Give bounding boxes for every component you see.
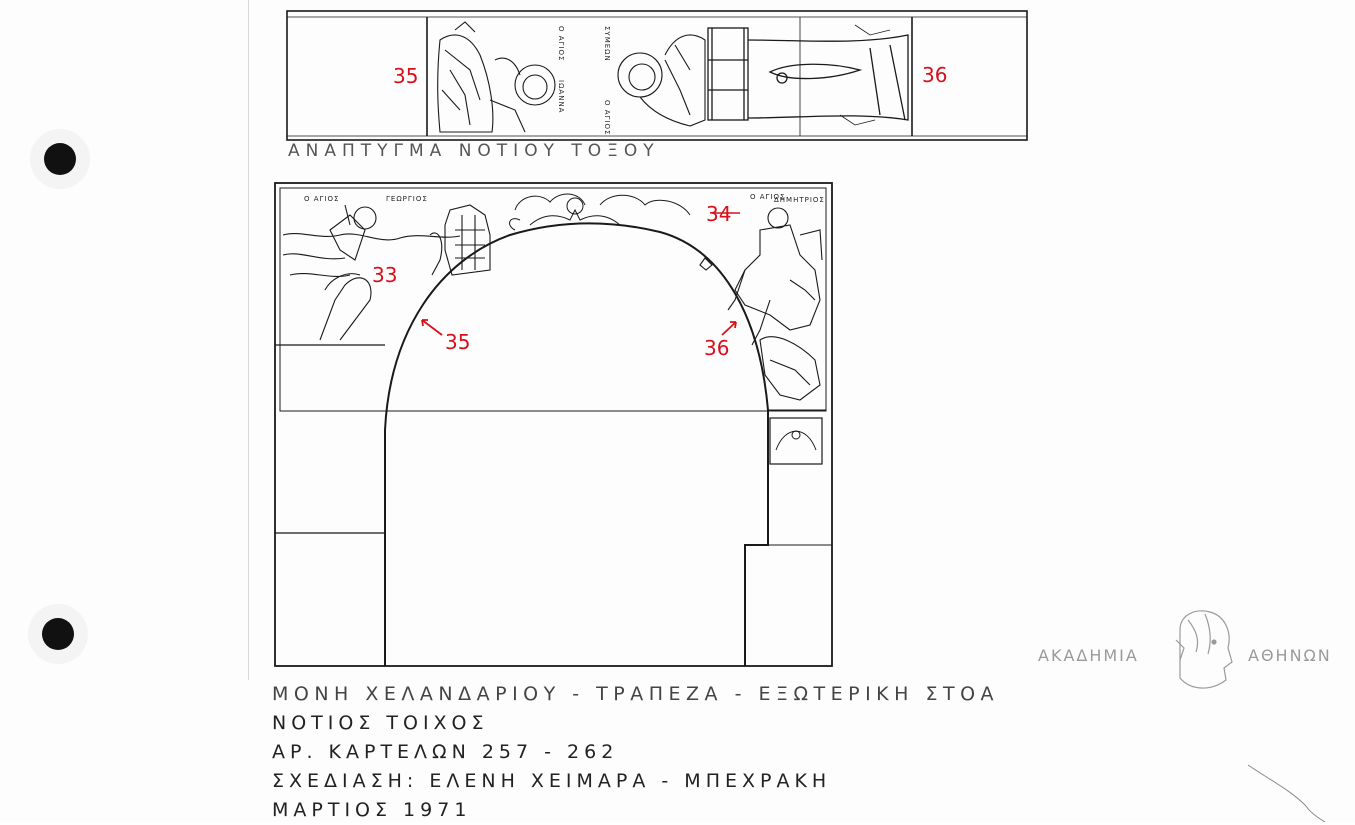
niche-panel: [769, 417, 823, 465]
caption-monastery: ΜΟΝΗ ΧΕΛΑΝΔΑΡΙΟΥ - ΤΡΑΠΕΖΑ - ΕΞΩΤΕΡΙΚΗ Σ…: [272, 683, 1000, 705]
caption-wall: ΝΟΤΙΟΣ ΤΟΙΧΟΣ: [272, 712, 489, 734]
saint-george-scene: [282, 204, 491, 341]
label-joanna: ΙΩΑΝΝΑ: [557, 80, 565, 114]
seraph-clouds: [509, 193, 691, 231]
athena-head-icon: [1175, 610, 1233, 689]
label-dimitrios-a: Ο ΑΓΙΟΣ: [750, 193, 786, 201]
logo-text-left: ΑΚΑΔΗΜΙΑ: [1038, 646, 1139, 665]
logo-text-right: ΑΘΗΝΩΝ: [1248, 646, 1332, 665]
binder-hole-icon: [42, 618, 74, 650]
annotation-36-arch: 36: [704, 336, 730, 360]
label-agios-1: Ο ΑΓΙΟΣ: [557, 26, 565, 62]
arch-strip-frame: [286, 10, 1028, 141]
label-simeon: ΣΥΜΕΩΝ: [603, 26, 611, 62]
saint-demetrios-scene: [699, 207, 823, 401]
annotation-33: 33: [372, 263, 398, 287]
saint-simeon-figure: [617, 34, 706, 127]
label-georgios-a: Ο ΑΓΙΟΣ: [304, 195, 340, 203]
document-caption-block: ΜΟΝΗ ΧΕΛΑΝΔΑΡΙΟΥ - ΤΡΑΠΕΖΑ - ΕΞΩΤΕΡΙΚΗ Σ…: [272, 680, 999, 825]
caption-date: ΜΑΡΤΙΟΣ 1971: [272, 799, 472, 821]
label-agios-2: Ο ΑΓΙΟΣ: [603, 100, 611, 136]
annotation-35-arch: 35: [445, 330, 471, 354]
annotation-35-strip: 35: [393, 64, 419, 88]
strip-caption: ΑΝΑΠΤΥΓΜΑ ΝΟΤΙΟΥ ΤΟΞΟΥ: [288, 141, 660, 161]
annotation-36-strip: 36: [922, 63, 948, 87]
south-wall-frame: [274, 182, 833, 667]
saint-joanna-figure: [437, 21, 556, 133]
pilaster-drawing: [707, 27, 909, 121]
arch-opening: [384, 222, 769, 666]
label-dimitrios-b: ΔΗΜΗΤΡΙΟΣ: [774, 196, 825, 204]
caption-drawn-by: ΣΧΕΔΙΑΣΗ: ΕΛΕΝΗ ΧΕΙΜΑΡΑ - ΜΠΕΧΡΑΚΗ: [272, 770, 832, 792]
caption-cards: ΑΡ. ΚΑΡΤΕΛΩΝ 257 - 262: [272, 741, 619, 763]
annotation-34: 34: [706, 202, 732, 226]
binder-hole-icon: [44, 143, 76, 175]
label-georgios-b: ΓΕΩΡΓΙΟΣ: [386, 195, 428, 203]
sheet-edge: [248, 0, 249, 680]
